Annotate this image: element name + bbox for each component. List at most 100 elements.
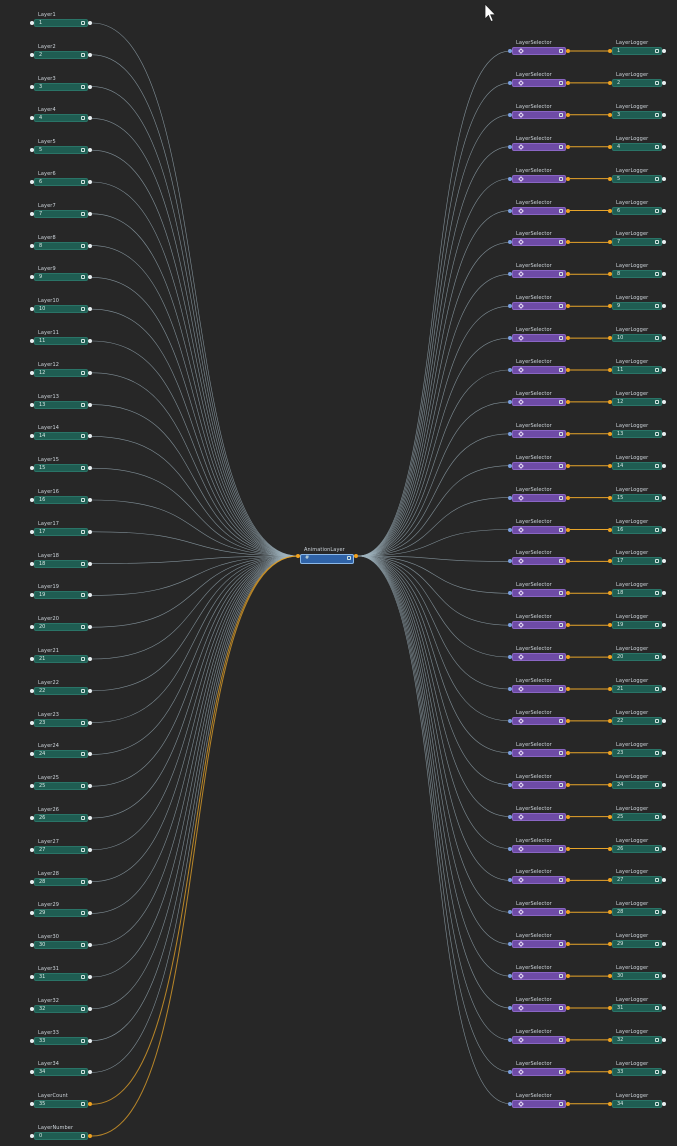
left-output-port[interactable] [88,561,92,566]
node-body[interactable] [512,780,566,789]
node-body[interactable]: 3 [612,110,662,119]
node-body[interactable] [512,270,566,279]
node-body[interactable] [512,1099,566,1108]
node-menu-icon[interactable] [81,211,85,216]
left-input-port[interactable] [30,1038,34,1043]
left-output-port[interactable] [88,180,92,184]
logger-output-port[interactable] [662,655,666,660]
node-body[interactable]: 8 [34,241,88,250]
logger-output-port[interactable] [662,272,666,277]
node-menu-icon[interactable] [655,112,659,117]
left-input-port[interactable] [30,339,34,343]
logger-input-port[interactable] [608,1006,612,1010]
node-body[interactable]: 0 [34,1132,88,1140]
node-body[interactable]: 31 [612,1004,662,1012]
node-body[interactable]: 4 [612,142,662,151]
node-menu-icon[interactable] [81,593,85,598]
node-body[interactable]: 19 [34,591,88,600]
node-body[interactable]: 11 [34,337,88,345]
selector-output-port[interactable] [566,304,570,309]
node-menu-icon[interactable] [81,688,85,693]
left-input-port[interactable] [30,148,34,153]
node-menu-icon[interactable] [559,80,563,85]
left-output-port[interactable] [88,52,92,57]
logger-input-port[interactable] [608,49,612,53]
logger-input-port[interactable] [608,304,612,309]
node-body[interactable]: 6 [34,178,88,186]
node-menu-icon[interactable] [559,431,563,436]
node-menu-icon[interactable] [81,1006,85,1011]
node-body[interactable]: 2 [34,50,88,59]
node-body[interactable] [512,461,566,470]
node-menu-icon[interactable] [655,240,659,245]
logger-output-port[interactable] [662,527,666,532]
node-body[interactable] [512,716,566,725]
selector-input-port[interactable] [508,591,512,596]
selector-output-port[interactable] [566,1006,570,1010]
selector-input-port[interactable] [508,687,512,691]
left-output-port[interactable] [88,752,92,757]
node-body[interactable]: 26 [34,814,88,822]
selector-output-port[interactable] [566,176,570,181]
node-menu-icon[interactable] [655,687,659,691]
selector-output-port[interactable] [566,240,570,245]
selector-input-port[interactable] [508,240,512,245]
selector-input-port[interactable] [508,399,512,404]
left-input-port[interactable] [30,752,34,757]
node-menu-icon[interactable] [81,561,85,566]
node-menu-icon[interactable] [81,720,85,725]
logger-output-port[interactable] [662,144,666,149]
logger-input-port[interactable] [608,974,612,979]
logger-input-port[interactable] [608,1069,612,1074]
node-menu-icon[interactable] [655,655,659,660]
selector-output-port[interactable] [566,431,570,436]
selector-output-port[interactable] [566,399,570,404]
node-menu-icon[interactable] [655,495,659,500]
logger-output-port[interactable] [662,814,666,819]
selector-input-port[interactable] [508,1037,512,1042]
logger-input-port[interactable] [608,1101,612,1106]
logger-output-port[interactable] [662,208,666,213]
node-menu-icon[interactable] [559,399,563,404]
node-menu-icon[interactable] [559,272,563,277]
node-menu-icon[interactable] [81,21,85,25]
node-menu-icon[interactable] [559,655,563,660]
node-body[interactable] [512,1035,566,1044]
selector-input-port[interactable] [508,144,512,149]
left-output-port[interactable] [88,275,92,280]
left-input-port[interactable] [30,370,34,375]
logger-output-port[interactable] [662,176,666,181]
logger-input-port[interactable] [608,399,612,404]
node-menu-icon[interactable] [81,529,85,534]
selector-input-port[interactable] [508,942,512,947]
left-input-port[interactable] [30,911,34,916]
left-output-port[interactable] [88,911,92,916]
node-body[interactable]: 24 [612,780,662,789]
selector-output-port[interactable] [566,782,570,787]
left-input-port[interactable] [30,434,34,439]
node-menu-icon[interactable] [559,687,563,691]
node-body[interactable]: 7 [34,209,88,218]
node-body[interactable]: 17 [612,557,662,566]
node-menu-icon[interactable] [655,1101,659,1106]
node-body[interactable]: 9 [612,302,662,311]
logger-output-port[interactable] [662,1006,666,1010]
selector-output-port[interactable] [566,1101,570,1106]
logger-input-port[interactable] [608,112,612,117]
left-output-port[interactable] [88,498,92,502]
logger-input-port[interactable] [608,1037,612,1042]
selector-input-port[interactable] [508,623,512,628]
logger-input-port[interactable] [608,878,612,883]
selector-output-port[interactable] [566,655,570,660]
node-menu-icon[interactable] [559,942,563,947]
logger-input-port[interactable] [608,176,612,181]
node-menu-icon[interactable] [559,527,563,532]
node-menu-icon[interactable] [559,304,563,309]
logger-output-port[interactable] [662,718,666,723]
left-output-port[interactable] [88,243,92,248]
left-output-port[interactable] [88,402,92,407]
node-menu-icon[interactable] [655,144,659,149]
node-body[interactable]: 23 [612,748,662,757]
node-body[interactable]: 12 [612,397,662,406]
logger-input-port[interactable] [608,718,612,723]
